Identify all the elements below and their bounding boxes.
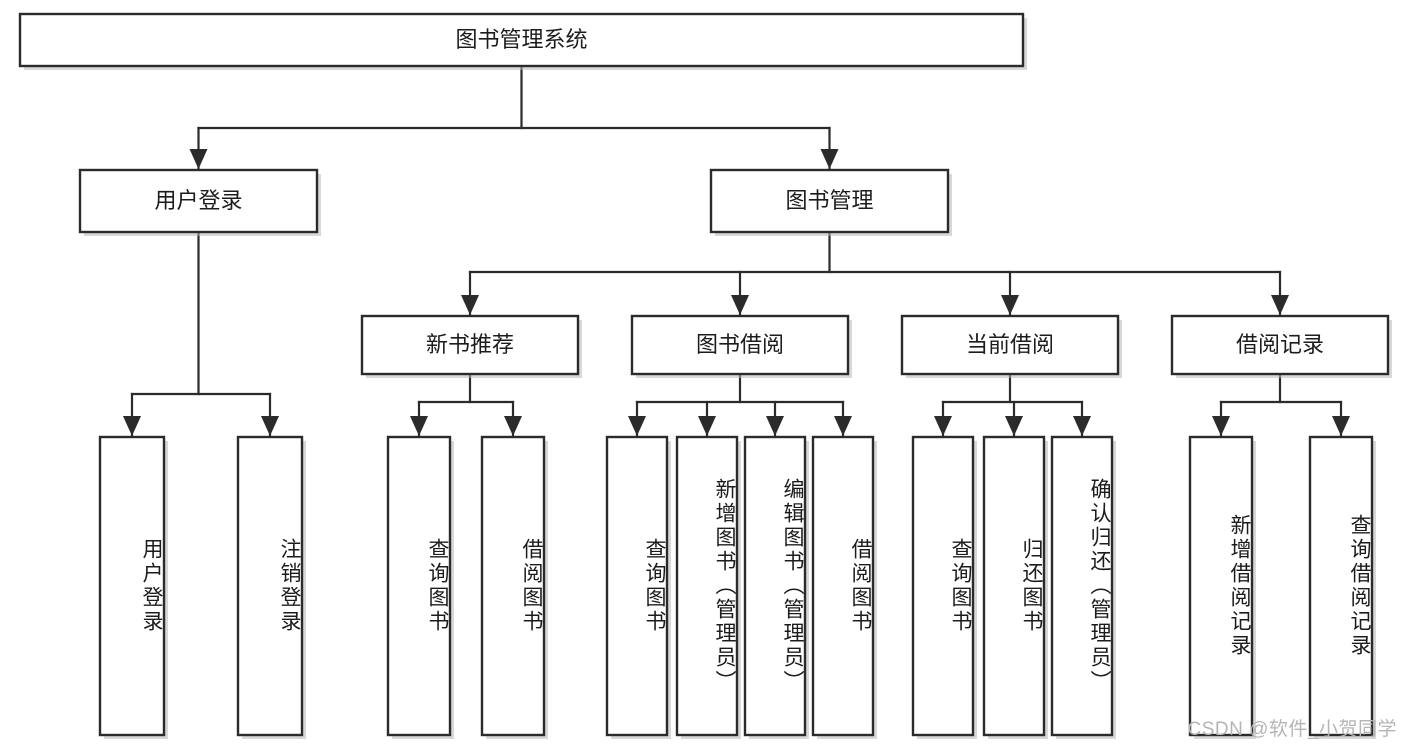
arrow-head-leaf-add-record [1212,416,1230,436]
arrow-head-leaf-confirm-return [1073,416,1091,436]
arrow-head-leaf-borrow-book-2 [834,416,852,436]
node-current-borrow[interactable]: 当前借阅 [900,314,1122,378]
arrow-head-user-login [189,149,208,169]
arrow-head-new-book-rec [461,295,479,315]
node-root[interactable]: 图书管理系统 [18,12,1027,70]
watermark-text: CSDN @软件_小贺同学 [1187,719,1397,740]
node-leaf-query-book-1[interactable] [386,435,454,739]
arrow-head-leaf-query-book-3 [934,416,952,436]
node-book-manage[interactable]: 图书管理 [709,168,952,236]
node-label: 图书借阅 [696,332,784,357]
arrow-head-leaf-query-record [1332,416,1350,436]
arrow-head-leaf-borrow-book-1 [504,416,522,436]
node-leaf-query-book-2[interactable] [605,435,671,739]
node-label: 用户登录 [154,188,242,213]
node-leaf-user-login[interactable] [98,435,168,739]
node-leaf-add-book[interactable] [675,435,741,739]
connector-layer [123,64,1350,437]
arrow-head-leaf-user-login [123,416,141,436]
node-leaf-borrow-book-2[interactable] [811,435,877,739]
node-leaf-edit-book[interactable] [743,435,809,739]
node-borrow-record[interactable]: 借阅记录 [1170,314,1392,378]
node-label: 图书管理系统 [455,27,587,52]
node-label: 新书推荐 [426,332,514,357]
node-leaf-return-book[interactable] [982,435,1048,739]
node-book-borrow[interactable]: 图书借阅 [630,314,852,378]
node-leaf-query-book-3[interactable] [911,435,977,739]
arrow-head-leaf-return-book [1005,416,1023,436]
arrow-head-current-borrow [1001,295,1019,315]
arrow-head-book-manage [820,149,839,169]
node-leaf-logout[interactable] [236,435,306,739]
node-leaf-add-record[interactable] [1188,435,1256,739]
arrow-head-leaf-add-book [698,416,716,436]
node-label: 借阅记录 [1236,332,1324,357]
node-leaf-confirm-return[interactable] [1050,435,1116,739]
node-label: 图书管理 [785,188,873,213]
arrow-head-leaf-query-book-2 [628,416,646,436]
node-label: 当前借阅 [966,332,1054,357]
node-new-book-rec[interactable]: 新书推荐 [360,314,582,378]
arrow-head-book-borrow [731,295,749,315]
arrow-head-leaf-query-book-1 [410,416,428,436]
node-leaf-borrow-book-1[interactable] [480,435,548,739]
arrow-head-borrow-record [1271,295,1289,315]
node-leaf-query-record[interactable] [1308,435,1376,739]
node-user-login[interactable]: 用户登录 [78,168,321,236]
arrow-head-leaf-edit-book [766,416,784,436]
arrow-head-leaf-logout [261,416,279,436]
